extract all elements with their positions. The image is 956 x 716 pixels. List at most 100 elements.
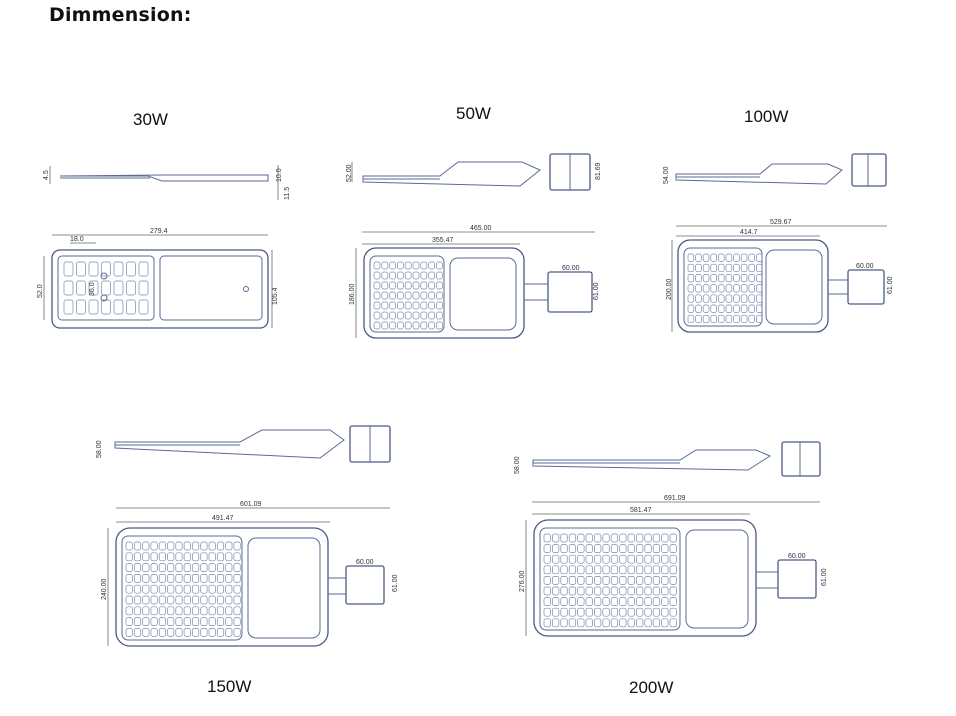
- led-lens: [756, 274, 763, 283]
- led-lens: [602, 554, 610, 564]
- led-lens: [420, 281, 428, 290]
- led-lens: [436, 281, 443, 290]
- led-lens: [428, 321, 435, 330]
- led-lens: [568, 554, 577, 564]
- led-lens: [577, 576, 585, 585]
- led-lens: [594, 544, 602, 553]
- led-lens: [150, 617, 158, 626]
- dim-30w-led-pitch: 18.0: [70, 236, 84, 243]
- led-lens: [568, 597, 577, 606]
- led-lens: [397, 301, 404, 310]
- led-lens: [710, 284, 717, 293]
- led-lens: [610, 533, 619, 543]
- led-lens: [702, 314, 710, 324]
- led-lens: [192, 584, 200, 594]
- dim-100w-pole-len: 61.00: [887, 276, 894, 294]
- led-lens: [412, 311, 420, 320]
- dim-50w-height: 186.00: [349, 283, 356, 305]
- dim-150w-pole: 60.00: [356, 559, 374, 566]
- drawing-150w-top: 601.09 491.47 240.00 60.00 61.00: [101, 501, 399, 647]
- led-lens: [636, 565, 644, 575]
- dim-100w-pole: 60.00: [856, 263, 874, 270]
- led-lens: [133, 563, 142, 572]
- led-lens: [150, 574, 158, 583]
- led-lens: [718, 284, 725, 293]
- led-lens: [627, 576, 635, 585]
- led-lens: [158, 552, 166, 562]
- led-lens: [133, 595, 142, 605]
- led-lens: [225, 552, 233, 562]
- led-lens: [125, 628, 133, 637]
- led-lens: [125, 563, 133, 572]
- led-lens: [397, 261, 404, 270]
- led-lens: [652, 565, 661, 575]
- led-lens: [183, 574, 191, 583]
- led-lens: [577, 597, 585, 606]
- led-lens: [216, 617, 225, 626]
- led-lens: [619, 607, 627, 617]
- led-lens: [585, 576, 593, 585]
- led-lens: [167, 595, 175, 605]
- led-lens: [125, 606, 133, 616]
- led-lens: [585, 554, 593, 564]
- led-lens: [167, 617, 175, 626]
- led-lens: [756, 294, 763, 303]
- led-lens: [619, 554, 627, 564]
- led-lens: [756, 304, 763, 313]
- led-lens: [158, 606, 166, 616]
- led-lens: [644, 554, 652, 564]
- led-lens: [619, 565, 627, 575]
- led-lens: [602, 597, 610, 606]
- drawing-50w-top: 465.00 355.47 186.00 60.00 61.00: [349, 225, 600, 339]
- led-lens: [543, 533, 551, 543]
- led-lens: [568, 618, 577, 628]
- led-lens: [192, 617, 200, 626]
- led-lens: [192, 552, 200, 562]
- led-lens: [627, 586, 635, 596]
- led-lens: [577, 565, 585, 575]
- led-lens: [644, 533, 652, 543]
- led-lens: [695, 253, 702, 262]
- led-lens: [167, 563, 175, 572]
- led-lens: [183, 617, 191, 626]
- led-lens: [644, 607, 652, 617]
- led-lens: [577, 607, 585, 617]
- led-lens: [661, 586, 669, 596]
- led-lens: [733, 314, 740, 324]
- led-lens: [740, 253, 748, 262]
- led-lens: [661, 533, 669, 543]
- led-lens: [183, 563, 191, 572]
- led-lens: [150, 541, 158, 551]
- led-lens: [748, 274, 755, 283]
- led-lens: [225, 595, 233, 605]
- dim-150w-height: 240.00: [101, 578, 108, 600]
- led-lens: [627, 565, 635, 575]
- led-lens: [167, 552, 175, 562]
- led-lens: [142, 563, 150, 572]
- led-lens: [594, 586, 602, 596]
- dim-200w-height: 276.00: [519, 570, 526, 592]
- led-lens: [644, 586, 652, 596]
- led-lens: [725, 304, 733, 313]
- led-lens: [373, 301, 381, 310]
- dim-150w-side-h: 58.00: [96, 440, 103, 458]
- led-lens: [652, 607, 661, 617]
- led-lens: [661, 544, 669, 553]
- led-lens: [233, 617, 241, 626]
- led-lens: [669, 533, 677, 543]
- dim-30w-len: 279.4: [150, 228, 168, 235]
- led-lens: [619, 618, 627, 628]
- led-lens: [208, 584, 216, 594]
- led-lens: [552, 576, 560, 585]
- led-lens: [687, 253, 695, 262]
- led-lens: [200, 552, 208, 562]
- led-lens: [710, 304, 717, 313]
- led-lens: [644, 565, 652, 575]
- led-lens: [192, 595, 200, 605]
- led-lens: [125, 541, 133, 551]
- led-lens: [644, 544, 652, 553]
- led-lens: [636, 554, 644, 564]
- dim-200w-len: 691.09: [664, 495, 686, 502]
- led-lens: [568, 576, 577, 585]
- led-lens: [740, 304, 748, 313]
